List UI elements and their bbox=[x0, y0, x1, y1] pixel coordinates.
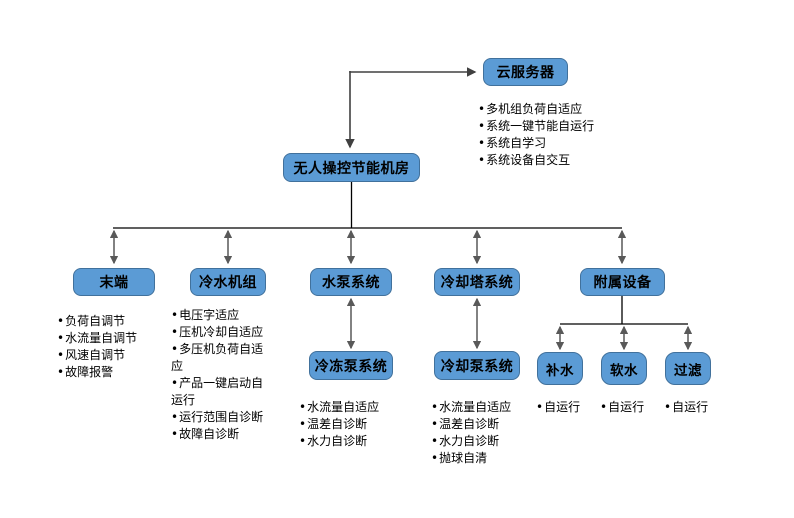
node-auxiliary: 附属设备 bbox=[580, 268, 665, 296]
node-terminal: 末端 bbox=[73, 268, 155, 296]
bullet-item: 压机冷却自适应 bbox=[171, 324, 275, 341]
bullet-item: 水力自诊断 bbox=[299, 433, 405, 450]
bullet-item: 故障自诊断 bbox=[171, 426, 275, 443]
soft-water-bullet-list: 自运行 bbox=[600, 399, 656, 416]
bullet-item: 故障报警 bbox=[57, 364, 169, 381]
node-filter: 过滤 bbox=[665, 352, 711, 385]
bullet-item: 风速自调节 bbox=[57, 347, 169, 364]
bullet-item: 温差自诊断 bbox=[299, 416, 405, 433]
node-chiller: 冷水机组 bbox=[190, 268, 266, 296]
chiller-bullet-list: 电压字适应 压机冷却自适应 多压机负荷自适应 产品一键启动自运行 运行范围自诊断… bbox=[171, 307, 275, 443]
node-chilled-pump: 冷冻泵系统 bbox=[309, 351, 393, 380]
bullet-item: 系统设备自交互 bbox=[478, 152, 608, 169]
node-cloud-server: 云服务器 bbox=[483, 58, 568, 86]
filter-bullet-list: 自运行 bbox=[664, 399, 720, 416]
cooling-pump-bullet-list: 水流量自适应 温差自诊断 水力自诊断 抛球自清 bbox=[431, 399, 537, 467]
chilled-pump-bullet-list: 水流量自适应 温差自诊断 水力自诊断 bbox=[299, 399, 405, 450]
connector-root-to-cloud bbox=[345, 67, 477, 149]
bullet-item: 系统一键节能自运行 bbox=[478, 118, 608, 135]
bullet-item: 多压机负荷自适应 bbox=[171, 341, 275, 375]
bullet-item: 产品一键启动自运行 bbox=[171, 375, 275, 409]
node-pump-system: 水泵系统 bbox=[310, 268, 392, 296]
bullet-item: 电压字适应 bbox=[171, 307, 275, 324]
bullet-item: 水流量自适应 bbox=[299, 399, 405, 416]
bullet-item: 自运行 bbox=[664, 399, 720, 416]
node-cooling-tower: 冷却塔系统 bbox=[434, 268, 520, 296]
makeup-water-bullet-list: 自运行 bbox=[536, 399, 592, 416]
bullet-item: 温差自诊断 bbox=[431, 416, 537, 433]
bullet-item: 系统自学习 bbox=[478, 135, 608, 152]
bullet-item: 水力自诊断 bbox=[431, 433, 537, 450]
terminal-bullet-list: 负荷自调节 水流量自调节 风速自调节 故障报警 bbox=[57, 313, 169, 381]
bullet-item: 自运行 bbox=[536, 399, 592, 416]
cloud-server-bullet-list: 多机组负荷自适应 系统一键节能自运行 系统自学习 系统设备自交互 bbox=[478, 101, 608, 169]
node-makeup-water: 补水 bbox=[537, 352, 583, 385]
bullet-item: 水流量自调节 bbox=[57, 330, 169, 347]
bullet-item: 抛球自清 bbox=[431, 450, 537, 467]
bullet-item: 自运行 bbox=[600, 399, 656, 416]
bullet-item: 多机组负荷自适应 bbox=[478, 101, 608, 118]
node-root: 无人操控节能机房 bbox=[283, 153, 420, 182]
node-soft-water: 软水 bbox=[601, 352, 647, 385]
bullet-item: 水流量自适应 bbox=[431, 399, 537, 416]
bullet-item: 运行范围自诊断 bbox=[171, 409, 275, 426]
node-cooling-pump: 冷却泵系统 bbox=[434, 351, 520, 380]
bullet-item: 负荷自调节 bbox=[57, 313, 169, 330]
